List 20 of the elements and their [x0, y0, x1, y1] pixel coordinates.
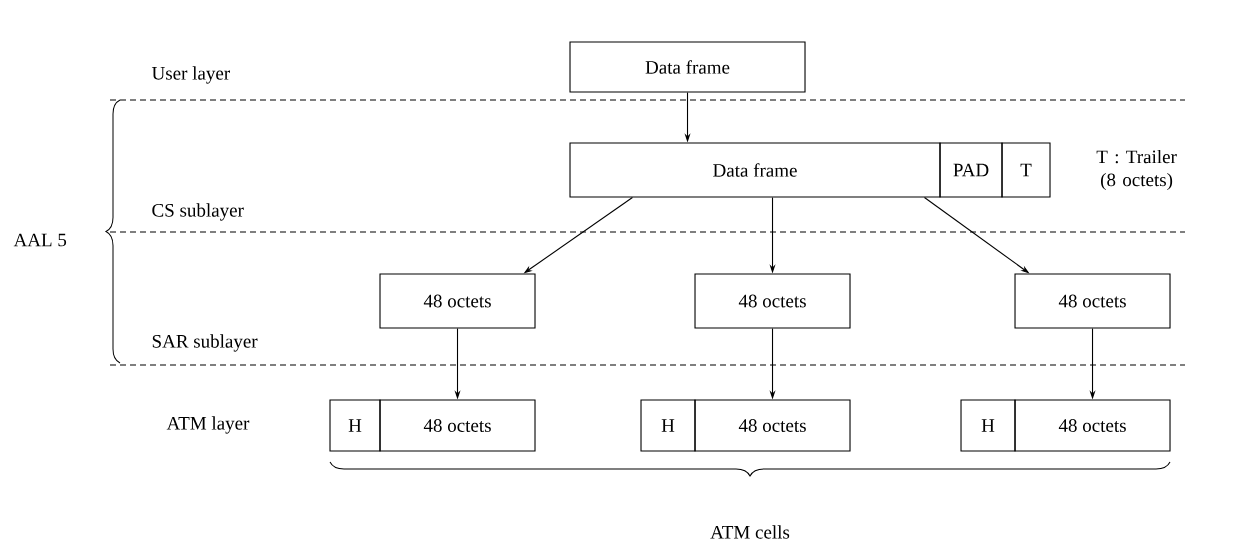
layer-label: ATM layer [166, 416, 250, 434]
segment-box: 48 octets [694, 273, 851, 329]
segment-box: 48 octets [1014, 273, 1171, 329]
payload-field: 48 octets [1014, 399, 1171, 452]
header-field: H [960, 399, 1016, 452]
layer-label: AAL 5 [13, 233, 67, 247]
header-field: H [329, 399, 381, 452]
trailer-field: T [1001, 142, 1051, 198]
layer-label: CS sublayer [152, 203, 244, 221]
note-text: T : Trailer (8 octets) [1096, 149, 1177, 191]
segment-box: 48 octets [379, 273, 536, 329]
payload-field: 48 octets [694, 399, 851, 452]
brace-label: ATM cells [710, 525, 790, 539]
frame-box: Data frame [569, 142, 941, 198]
header-field: H [640, 399, 696, 452]
layer-label: User layer [151, 66, 230, 84]
pad-field: PAD [939, 142, 1003, 198]
payload-field: 48 octets [379, 399, 536, 452]
frame-box: Data frame [569, 41, 806, 93]
layer-label: SAR sublayer [152, 334, 258, 352]
